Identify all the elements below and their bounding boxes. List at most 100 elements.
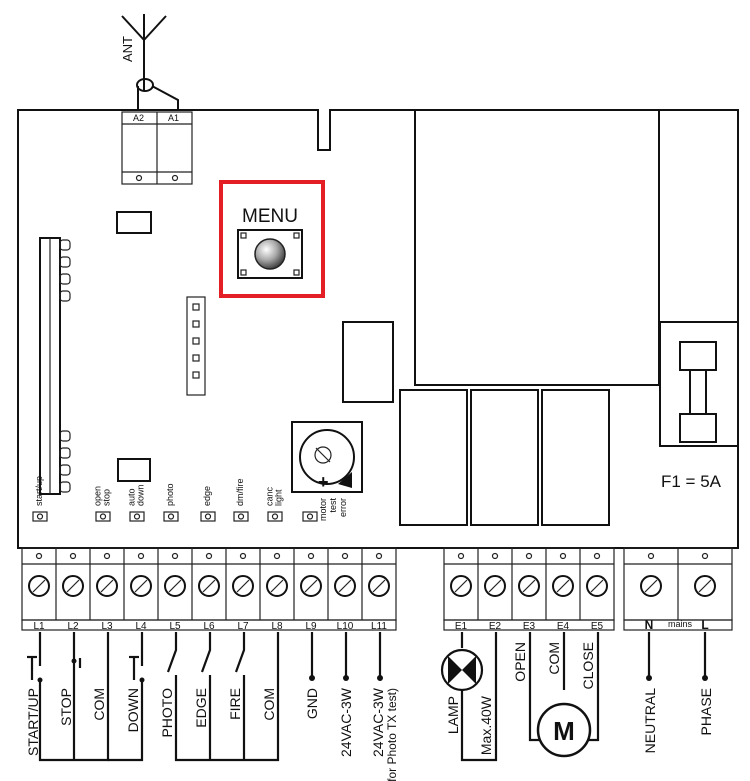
terminal-screw [368,575,390,597]
label-open: OPEN [512,642,528,682]
label-24vac: 24VAC-3W [338,687,354,757]
label-close: CLOSE [580,642,596,689]
terminal-label: E5 [591,621,604,632]
led-label: canc [265,486,275,506]
board-outline [17,109,739,549]
led-label: test [328,498,338,513]
connector-pin [59,430,71,442]
wiring-labels: START/UP STOP COM DOWN PHOTO EDGE FIRE C… [25,642,714,781]
terminal-label: L3 [101,621,113,632]
transformer [414,109,660,386]
terminal-screw [450,575,472,597]
capacitor [342,321,394,403]
terminal-screw [164,575,186,597]
terminal-screw [518,575,540,597]
terminal-screw [130,575,152,597]
label-start-up: START/UP [25,688,41,756]
terminal-screw [266,575,288,597]
terminal-label-n: N [645,618,654,632]
label-neutral: NEUTRAL [642,688,658,754]
trimmer-plus: + [318,472,329,492]
led-label: error [338,498,348,517]
label-photo-tx-test: (for Photo TX test) [385,688,399,781]
pin-header [186,296,206,396]
label-lamp: LAMP [445,696,461,734]
led-label: down [136,484,146,506]
terminal-label: L8 [271,621,283,632]
label-stop: STOP [58,688,74,726]
terminal-screw [552,575,574,597]
label-photo: PHOTO [159,688,175,738]
label-com-3: COM [546,642,562,675]
connector-pin [59,273,71,285]
relay-3 [541,389,610,526]
terminal-label: E1 [455,621,468,632]
terminal-label: E3 [523,621,536,632]
label-fire: FIRE [227,688,243,720]
external-wiring: M [27,632,708,762]
terminal-screw [694,575,716,597]
terminal-label: L10 [337,621,354,632]
menu-button[interactable] [254,238,286,270]
fuse: F1 = 5A [659,321,739,491]
trimmer: + [291,421,363,493]
terminal-label: L11 [371,621,387,632]
connector-pin [59,239,71,251]
led-indicator: edge [200,486,216,522]
led-label: start/up [34,476,44,506]
label-com-2: COM [261,688,277,721]
led-indicator: photo [163,483,179,522]
terminal-label: L1 [33,621,45,632]
menu-highlight [219,180,325,298]
label-max-40w: Max.40W [478,695,494,755]
led-label: open [93,486,103,506]
relay-1 [399,389,468,526]
led-label: light [274,489,284,506]
led-label: auto [127,488,137,506]
connector-pin [59,481,71,493]
side-connector [39,237,71,495]
motor-label: M [553,716,575,746]
terminal-label: L4 [135,621,147,632]
terminal-label-a2: A2 [133,113,144,123]
terminal-screw [28,575,50,597]
terminal-label: L9 [305,621,317,632]
terminal-label: L5 [169,621,181,632]
led-label: stop [102,489,112,506]
terminal-label: L2 [67,621,79,632]
terminal-screw [484,575,506,597]
terminal-label: E2 [489,621,502,632]
motor-symbol [536,702,592,758]
terminal-screw [62,575,84,597]
relay-2 [470,389,539,526]
label-phase: PHASE [698,688,714,735]
jumper [117,458,151,482]
fuse-label: F1 = 5A [661,472,722,491]
led-label: motor [318,498,328,521]
menu-button-area: MENU [219,180,325,298]
antenna-label: ANT [120,36,135,62]
terminal-screw [586,575,608,597]
led-indicator: dm/fire [233,478,249,522]
led-label: photo [165,483,175,506]
connector-pin [59,256,71,268]
small-component [116,211,152,234]
terminal-label-a1: A1 [168,113,179,123]
mains-label: mains [668,619,693,629]
label-gnd: GND [304,688,320,719]
label-24vac-tx: 24VAC-3W [370,687,386,757]
terminal-screw [300,575,322,597]
connector-pin [59,290,71,302]
led-label: dm/fire [235,478,245,506]
label-down: DOWN [125,688,141,732]
terminal-block-motor: E1 E2 E3 E4 E5 [443,547,615,632]
antenna-terminal-block: A2 A1 [121,111,193,185]
led-label: edge [202,486,212,506]
terminal-label: E4 [557,621,570,632]
